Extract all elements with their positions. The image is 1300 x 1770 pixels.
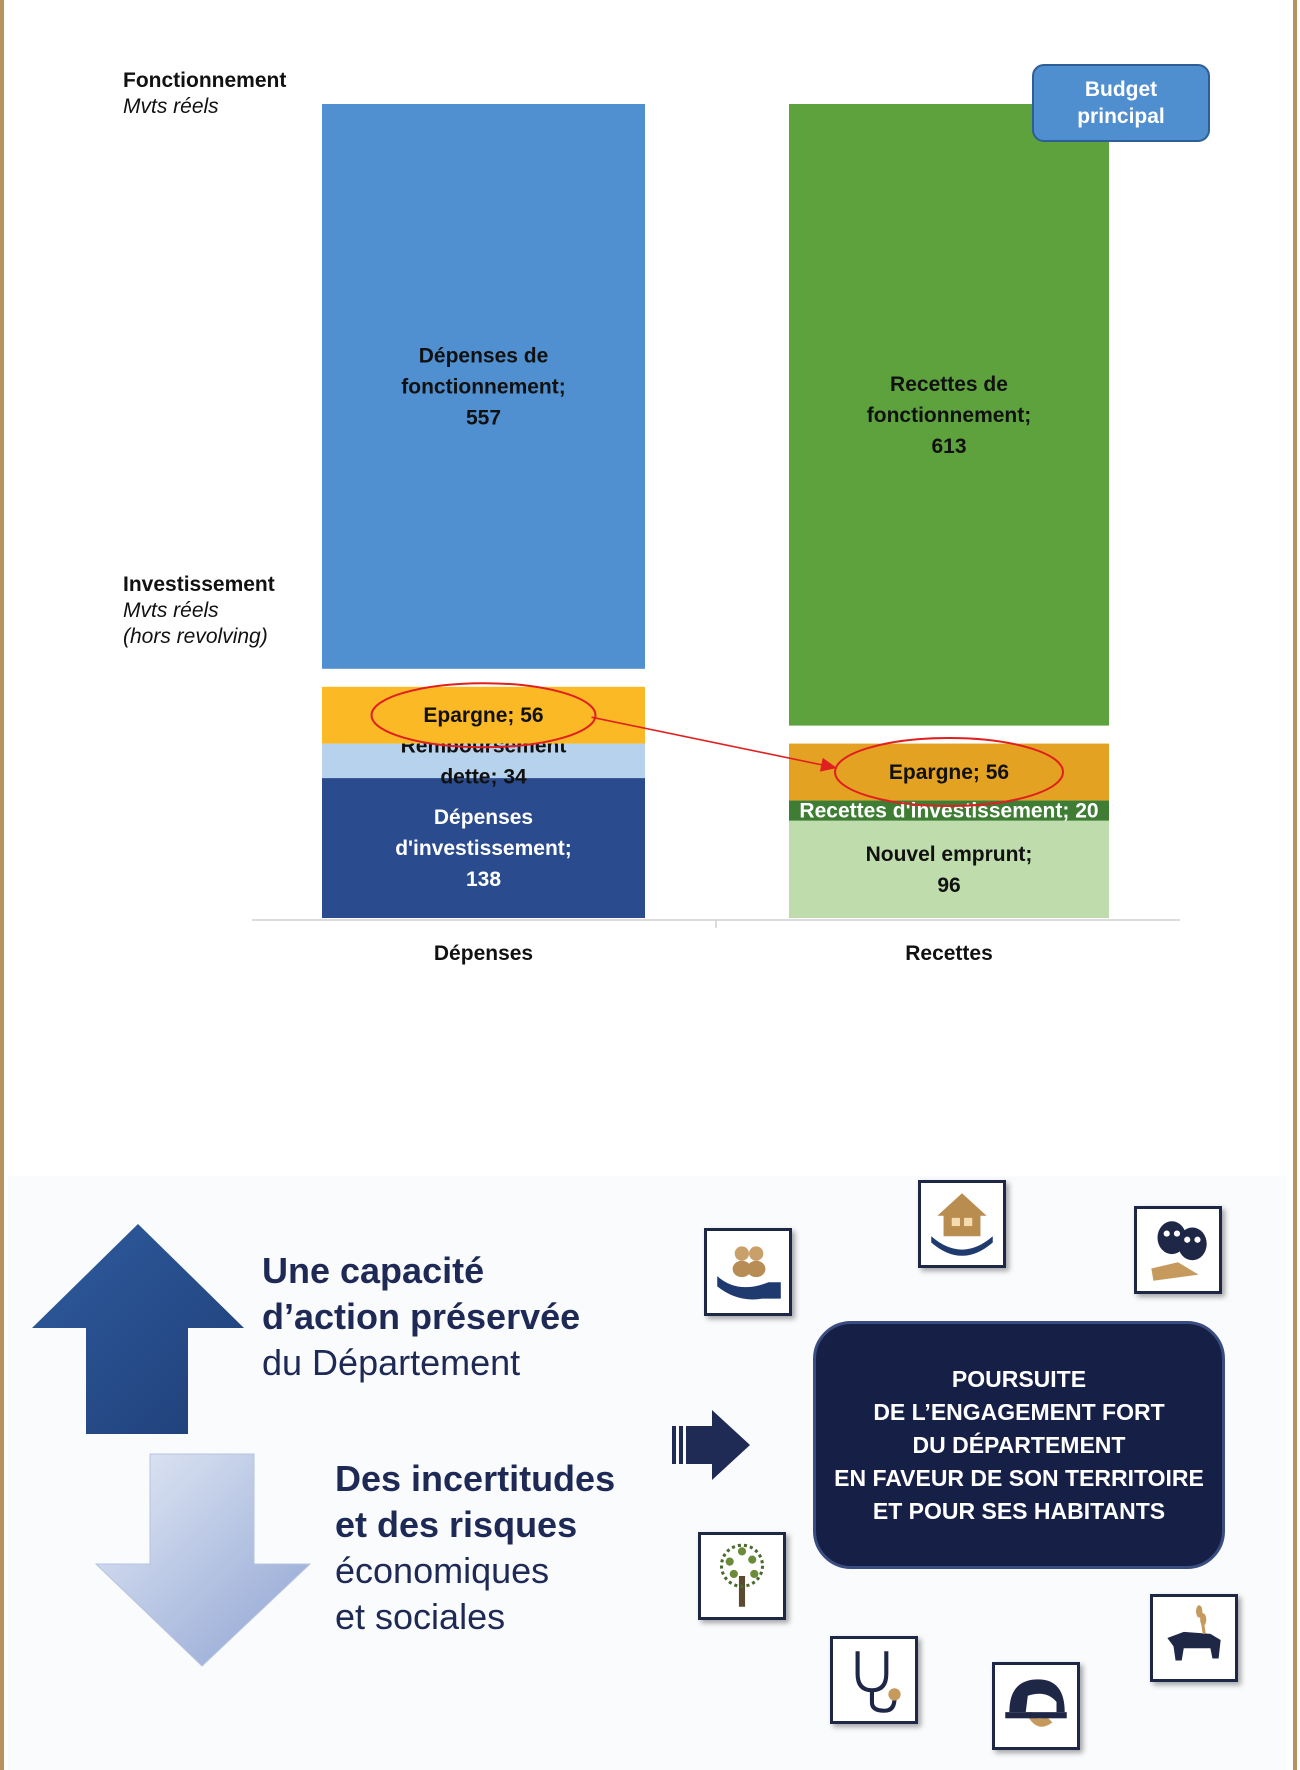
x-tick-label-1: Recettes [905, 942, 993, 965]
engagement-line1: POURSUITE [951, 1365, 1087, 1392]
frame-border-left [0, 0, 4, 1770]
risks-line4: et sociales [335, 1596, 506, 1637]
badge-line1: Budget [1084, 78, 1158, 101]
bar-label-1-0: Nouvel emprunt;96 [866, 843, 1033, 897]
risks-message: Des incertitudes et des risques économiq… [335, 1456, 615, 1640]
hand-people-icon [704, 1228, 792, 1316]
engagement-box: POURSUITE DE L’ENGAGEMENT FORT DU DÉPART… [813, 1321, 1225, 1569]
epargne-highlight-1 [834, 736, 1064, 807]
capacity-line1: Une capacité [262, 1250, 485, 1291]
investissement-label: Investissement Mvts réels (hors revolvin… [123, 572, 275, 650]
bar-segment-0-1 [322, 743, 645, 779]
cow-wheat-icon [1150, 1594, 1238, 1682]
bar-segment-1-3 [789, 104, 1109, 726]
bar-label-0-2: Epargne; 56 [423, 704, 543, 727]
risks-line3: économiques [335, 1550, 550, 1591]
capacity-line3: du Département [262, 1342, 521, 1383]
capacity-line2: d’action préservée [262, 1296, 581, 1337]
fonctionnement-title: Fonctionnement [123, 69, 287, 92]
bar-segment-0-0 [322, 778, 645, 918]
investissement-note: (hors revolving) [123, 625, 268, 648]
epargne-transfer-arrowhead [819, 757, 837, 772]
bar-segment-0-3 [322, 104, 645, 669]
bar-segment-1-2 [789, 743, 1109, 801]
x-tick-label-0: Dépenses [434, 942, 533, 965]
badge-line2: principal [1077, 105, 1165, 128]
arrow-down-icon [94, 1453, 312, 1667]
fonctionnement-subtitle: Mvts réels [123, 95, 219, 118]
arrow-right-icon [672, 1410, 750, 1480]
epargne-transfer-arrow [591, 716, 838, 769]
bar-segment-1-0 [789, 820, 1109, 918]
tree-icon [698, 1532, 786, 1620]
bar-label-1-1: Recettes d'investissement; 20 [799, 800, 1098, 823]
firefighter-helmet-icon [992, 1662, 1080, 1750]
engagement-line5: ET POUR SES HABITANTS [872, 1497, 1166, 1524]
fonctionnement-label: Fonctionnement Mvts réels [123, 68, 286, 120]
investissement-title: Investissement [123, 573, 275, 596]
capacity-message: Une capacité d’action préservée du Dépar… [262, 1248, 580, 1386]
epargne-highlight-0 [370, 682, 597, 749]
theatre-masks-icon [1134, 1206, 1222, 1294]
budget-principal-badge: Budget principal [1032, 64, 1210, 142]
arrow-up-icon [32, 1224, 244, 1434]
bar-label-1-2: Epargne; 56 [889, 761, 1009, 784]
stethoscope-icon [830, 1636, 918, 1724]
bar-segment-1-1 [789, 800, 1109, 821]
engagement-line2: DE L’ENGAGEMENT FORT [873, 1398, 1165, 1425]
engagement-line4: EN FAVEUR DE SON TERRITOIRE [834, 1464, 1204, 1491]
risks-line2: et des risques [335, 1504, 578, 1545]
house-hand-icon [918, 1180, 1006, 1268]
frame-border-right [1293, 0, 1297, 1770]
investissement-subtitle: Mvts réels [123, 599, 219, 622]
engagement-line3: DU DÉPARTEMENT [912, 1431, 1126, 1458]
risks-line1: Des incertitudes [335, 1458, 616, 1499]
bar-segment-0-2 [322, 686, 645, 744]
